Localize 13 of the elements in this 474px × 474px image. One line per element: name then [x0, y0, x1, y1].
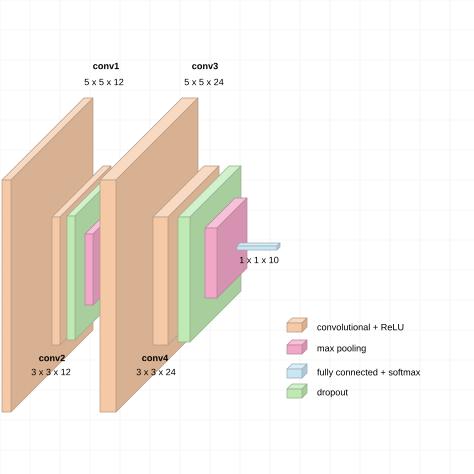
layer-label: conv3 — [192, 62, 218, 70]
layer-label: conv2 — [39, 354, 65, 362]
size-label: 3 x 3 x 24 — [136, 368, 176, 376]
size-label: 5 x 5 x 24 — [184, 78, 224, 86]
layer-label: conv4 — [142, 354, 168, 362]
legend-label: fully connected + softmax — [317, 368, 420, 378]
legend-label: dropout — [317, 388, 348, 398]
size-label: 3 x 3 x 12 — [32, 368, 70, 376]
size-label: 5 x 5 x 12 — [84, 78, 124, 86]
legend-label: convolutional + ReLU — [317, 324, 404, 330]
legend-label: max pooling — [318, 344, 366, 354]
layer-label: conv1 — [93, 62, 119, 70]
size-label: 1 x 1 x 10 — [240, 256, 278, 264]
